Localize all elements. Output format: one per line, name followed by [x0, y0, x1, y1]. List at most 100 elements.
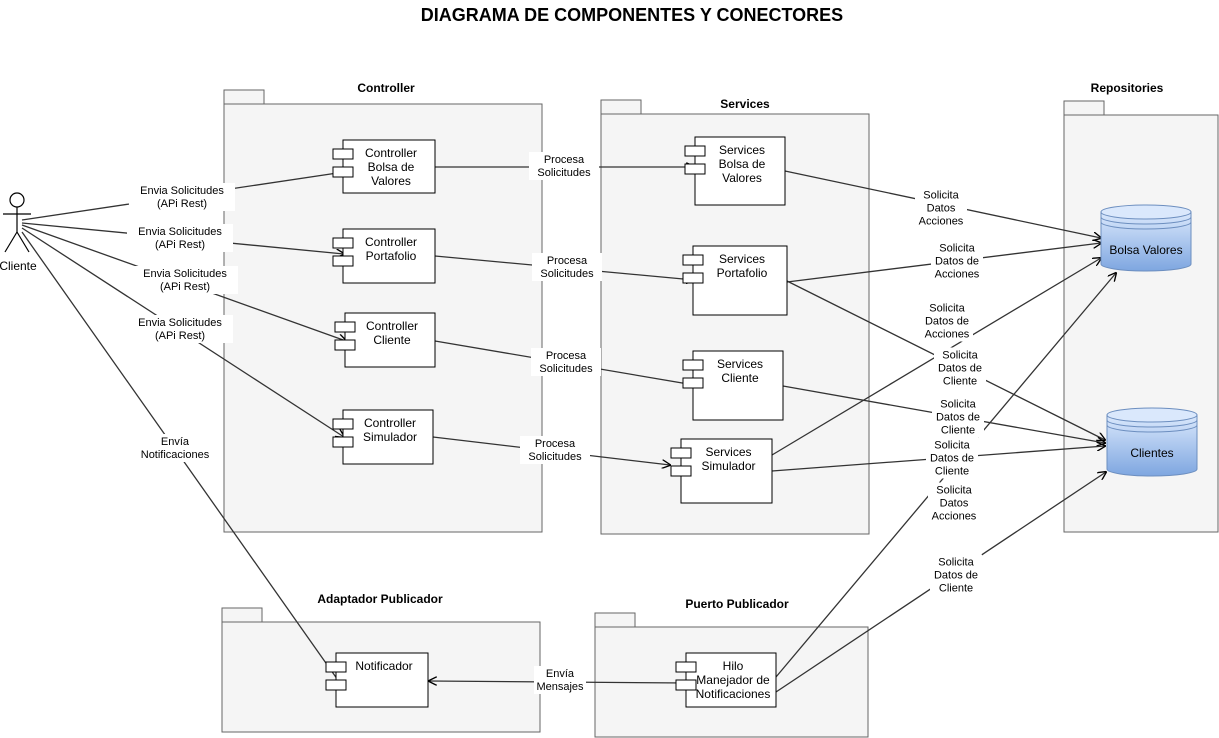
component-port-icon — [670, 447, 692, 459]
edge-label-text: Solicita — [929, 303, 965, 315]
component-label: Notificaciones — [696, 687, 771, 701]
edge-label-text: Envia Solicitudes — [143, 268, 227, 280]
edge-label-text: Cliente — [935, 466, 969, 478]
component-port-icon — [332, 436, 354, 448]
edge-label-text: Procesa — [535, 438, 576, 450]
edge-label-text: Envia Solicitudes — [138, 226, 222, 238]
edge-label-text: Cliente — [941, 425, 975, 437]
edge-label-text: Datos de — [936, 412, 980, 424]
component-port-icon — [684, 145, 706, 157]
component-port-icon — [682, 377, 704, 389]
edge-labels: Envia Solicitudes(APi Rest)Envia Solicit… — [127, 152, 986, 694]
component-label: Controller — [365, 146, 417, 160]
edge-label-text: Solicita — [936, 485, 972, 497]
component-port-icon — [334, 321, 356, 333]
edge-label-text: Procesa — [544, 154, 585, 166]
database-bolsa-label: Bolsa Valores — [1109, 243, 1182, 257]
package-services-title: Services — [720, 97, 770, 111]
edge-label-text: Solicitudes — [537, 167, 591, 179]
edge-label-text: Solicita — [940, 399, 976, 411]
component-label: Controller — [365, 235, 417, 249]
component-label: Portafolio — [366, 249, 417, 263]
edge-label-text: Envia Solicitudes — [138, 317, 222, 329]
component-port-icon — [332, 237, 354, 249]
edge-label-text: (APi Rest) — [155, 239, 205, 251]
edge-label-cli-simulador: Envia Solicitudes(APi Rest) — [127, 315, 233, 343]
edge-label-text: Solicita — [942, 350, 978, 362]
edge-label-cli-cliente: Envia Solicitudes(APi Rest) — [132, 266, 238, 294]
edge-label-text: Acciones — [935, 269, 980, 281]
component-label: Controller — [366, 319, 418, 333]
component-label: Services — [705, 445, 751, 459]
edge-label-text: (APi Rest) — [155, 330, 205, 342]
component-label: Cliente — [373, 333, 411, 347]
edge-label-text: Procesa — [546, 350, 587, 362]
edge-label-text: Solicita — [923, 190, 959, 202]
diagram-title: DIAGRAMA DE COMPONENTES Y CONECTORES — [421, 5, 843, 25]
edge-label-text: Datos de — [935, 256, 979, 268]
component-port-icon — [325, 679, 347, 691]
component-label: Bolsa de — [368, 160, 415, 174]
edge-label-text: Solicitudes — [540, 268, 594, 280]
component-label: Controller — [364, 416, 416, 430]
database-clientes-label: Clientes — [1130, 446, 1173, 460]
component-port-icon — [675, 661, 697, 673]
edge-label-text: Envía — [546, 668, 575, 680]
component-notificador: Notificador — [325, 652, 429, 708]
edge-label-text: Solicitudes — [539, 363, 593, 375]
component-port-icon — [325, 661, 347, 673]
package-adaptador-title: Adaptador Publicador — [317, 592, 443, 606]
edge-label-text: Envía — [161, 436, 190, 448]
edge-label-cli-portafolio: Envia Solicitudes(APi Rest) — [127, 224, 233, 252]
edge-label-text: Solicita — [934, 440, 970, 452]
edge-label-text: Datos de — [938, 363, 982, 375]
component-port-icon — [675, 679, 697, 691]
edge-label-text: Cliente — [939, 583, 973, 595]
edge-label-text: Solicitudes — [528, 451, 582, 463]
component-label: Simulador — [363, 430, 417, 444]
component-port-icon — [332, 255, 354, 267]
component-label: Valores — [722, 171, 762, 185]
edge-label-text: Solicita — [938, 557, 974, 569]
component-port-icon — [682, 359, 704, 371]
edge-label-text: Datos de — [925, 316, 969, 328]
edge-label-text: (APi Rest) — [160, 281, 210, 293]
component-port-icon — [684, 163, 706, 175]
component-label: Services — [717, 357, 763, 371]
edge-label-text: Mensajes — [536, 681, 584, 693]
edge-label-text: Cliente — [943, 376, 977, 388]
edge-label-text: Procesa — [547, 255, 588, 267]
component-port-icon — [682, 254, 704, 266]
component-port-icon — [682, 272, 704, 284]
edge-label-text: Datos de — [934, 570, 978, 582]
component-label: Bolsa de — [719, 157, 766, 171]
edge-label-text: Datos — [927, 203, 956, 215]
package-repositories-title: Repositories — [1091, 81, 1164, 95]
component-label: Valores — [371, 174, 411, 188]
edge-label-text: (APi Rest) — [157, 198, 207, 210]
database-bolsa-valores: Bolsa Valores — [1100, 204, 1192, 272]
edge-label-text: Acciones — [919, 216, 964, 228]
